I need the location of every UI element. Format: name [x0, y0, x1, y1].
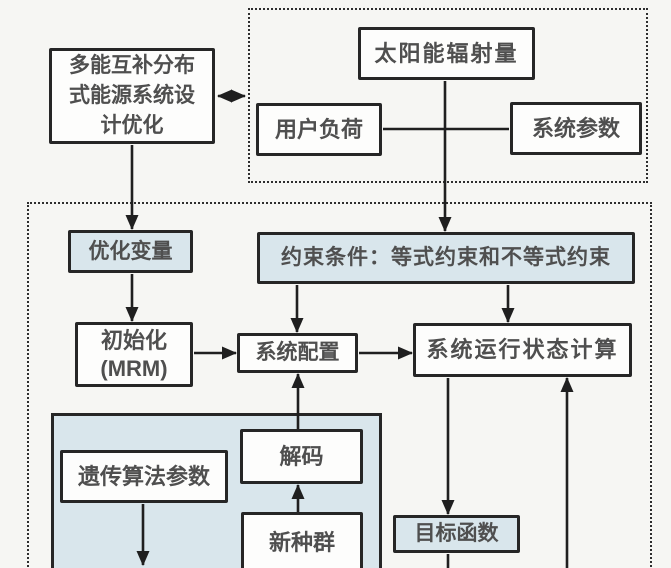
node-design-optimization: 多能互补分布 式能源系统设 计优化: [49, 48, 215, 144]
optimization-process-dashed-frame: [27, 202, 652, 568]
node-objective-function: 目标函数: [393, 515, 520, 553]
node-initialization-mrm: 初始化 (MRM): [75, 322, 193, 387]
node-system-configuration: 系统配置: [237, 333, 358, 373]
node-decode: 解码: [240, 429, 363, 484]
node-solar-radiation: 太阳能辐射量: [358, 27, 535, 80]
node-user-load: 用户负荷: [256, 103, 382, 156]
node-optimization-variables: 优化变量: [68, 230, 193, 273]
node-genetic-algorithm-parameters: 遗传算法参数: [60, 450, 228, 503]
node-new-population: 新种群: [241, 512, 363, 568]
node-system-operation-state-calculation: 系统运行状态计算: [413, 323, 632, 377]
node-constraints: 约束条件：等式约束和不等式约束: [257, 232, 635, 284]
input-data-dashed-frame: [248, 8, 648, 183]
node-system-parameters: 系统参数: [510, 102, 642, 155]
